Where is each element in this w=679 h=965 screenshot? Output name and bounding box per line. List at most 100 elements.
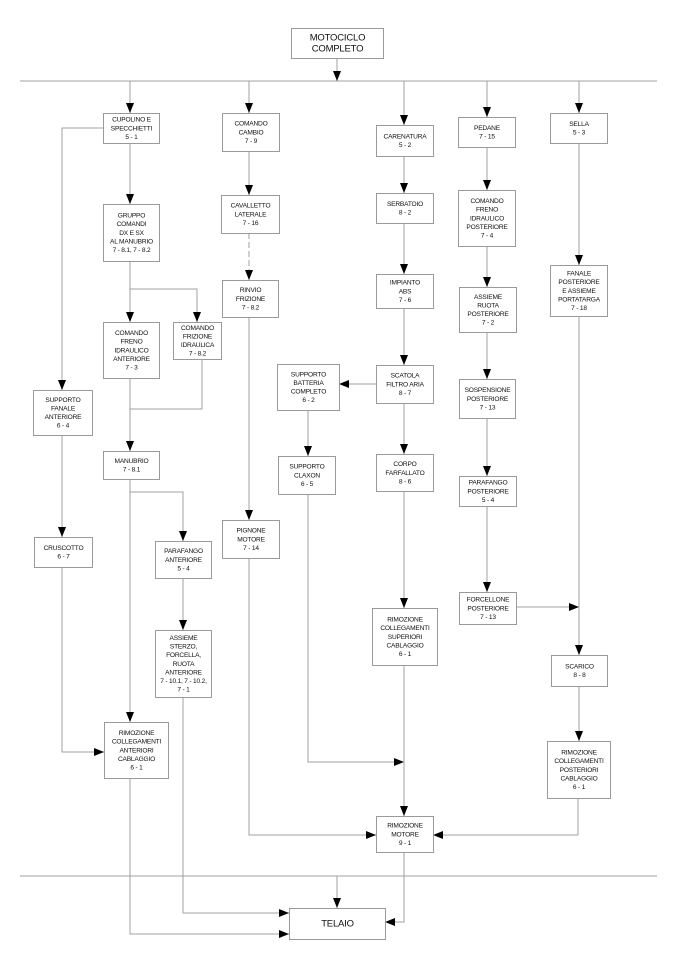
node-label-line: RIMOZIONE <box>387 617 423 624</box>
node-label-line: 7 - 13 <box>480 404 496 411</box>
node-label-line: 7 - 10.1, 7 - 10.2, <box>160 678 207 685</box>
node-box <box>550 113 608 144</box>
node-label-line: FORCELLA, <box>166 652 201 659</box>
node-label-line: COMANDI <box>117 221 147 228</box>
node-label-line: SUPPORTO <box>289 464 324 471</box>
node-label-line: SPECCHIETTI <box>111 125 153 132</box>
node-label-line: GRUPPO <box>118 213 145 220</box>
node-label-line: 7 - 8.2 <box>242 304 260 311</box>
node-box <box>459 592 517 625</box>
node-label-line: 6 - 2 <box>302 397 315 404</box>
node-label-line: FRENO <box>476 207 498 214</box>
node-label-line: RIMOZIONE <box>561 750 597 757</box>
node-label-line: FRIZIONE <box>236 296 266 303</box>
node-label-line: 8 - 6 <box>399 478 412 485</box>
node-label-line: 7 - 15 <box>479 134 495 141</box>
node-label-line: ANTERIORE <box>113 356 150 363</box>
node-box <box>551 655 608 687</box>
connector-arrow <box>61 567 104 756</box>
node-label-line: MOTORE <box>391 831 419 838</box>
node-label-line: 5 - 1 <box>125 134 138 141</box>
node-box <box>173 322 222 360</box>
node-label-line: ASSIEME <box>170 635 199 642</box>
node-label-line: RUOTA <box>173 661 195 668</box>
node-serbatoio: SERBATOIO 8 - 2 <box>376 193 434 224</box>
connector-arrow <box>248 558 376 839</box>
node-label-line: 7 - 3 <box>125 365 138 372</box>
connector-arrow <box>182 697 289 917</box>
node-box <box>103 451 160 480</box>
node-box <box>34 537 93 568</box>
node-label-line: COLLEGAMENTI <box>380 625 430 632</box>
node-label-line: 5 - 2 <box>399 142 412 149</box>
connector-arrow <box>385 852 405 926</box>
node-box <box>459 379 516 419</box>
node-label-line: FORCELLONE <box>467 597 511 604</box>
node-label-line: 6 - 5 <box>301 481 314 488</box>
node-label-line: FANALE <box>51 406 76 413</box>
node-label-line: CLAXON <box>294 472 320 479</box>
node-label-line: 6 - 1 <box>573 784 586 791</box>
node-label-line: DX E SX <box>119 230 144 237</box>
node-label-line: BATTERIA <box>293 380 324 387</box>
node-label-line: COMPLETO <box>312 44 364 55</box>
node-label-line: ANTERIORE <box>165 557 202 564</box>
node-label-line: 6 - 1 <box>130 765 143 772</box>
node-label-line: IDRAULICO <box>470 215 504 222</box>
node-label-line: POSTERIORE <box>467 605 509 612</box>
node-label-line: FANALE <box>567 271 592 278</box>
node-label-line: 6 - 4 <box>57 423 70 430</box>
node-label-line: 7 - 16 <box>243 220 259 227</box>
node-box <box>222 113 280 152</box>
connector-arrow <box>433 798 579 839</box>
node-label-line: ANTERIORE <box>45 414 82 421</box>
node-box <box>221 195 280 234</box>
node-label-line: MOTORE <box>237 536 265 543</box>
node-label-line: E ASSIEME <box>562 288 596 295</box>
node-label-line: SELLA <box>569 121 589 128</box>
node-label-line: PIGNONE <box>236 528 266 535</box>
node-box <box>103 204 160 262</box>
node-box <box>155 541 212 579</box>
node-label-line: 7 - 2 <box>482 320 495 327</box>
node-label-line: SERBATOIO <box>387 201 423 208</box>
node-label-line: 8 - 2 <box>399 210 412 217</box>
node-label-line: FRIZIONE <box>183 334 213 341</box>
node-box <box>458 117 516 148</box>
node-box <box>289 908 386 940</box>
node-box <box>376 365 434 404</box>
node-label-line: COMANDO <box>470 198 503 205</box>
connector-arrow <box>130 359 203 410</box>
node-label-line: 8 - 7 <box>399 390 412 397</box>
node-label-line: PORTATARGA <box>558 296 601 303</box>
node-box <box>459 287 517 333</box>
node-label-line: TELAIO <box>321 919 354 930</box>
node-label-line: ABS <box>399 288 412 295</box>
node-label-line: SCATOLA <box>391 373 421 380</box>
node-telaio: TELAIO <box>289 908 386 940</box>
connector-arrow <box>307 494 404 766</box>
node-label-line: PARAFANGO <box>164 548 203 555</box>
node-box <box>376 274 434 309</box>
node-label-line: 7 - 9 <box>245 138 258 145</box>
node-box <box>103 322 160 379</box>
node-label-line: CABLAGGIO <box>118 756 155 763</box>
node-box <box>376 125 434 157</box>
